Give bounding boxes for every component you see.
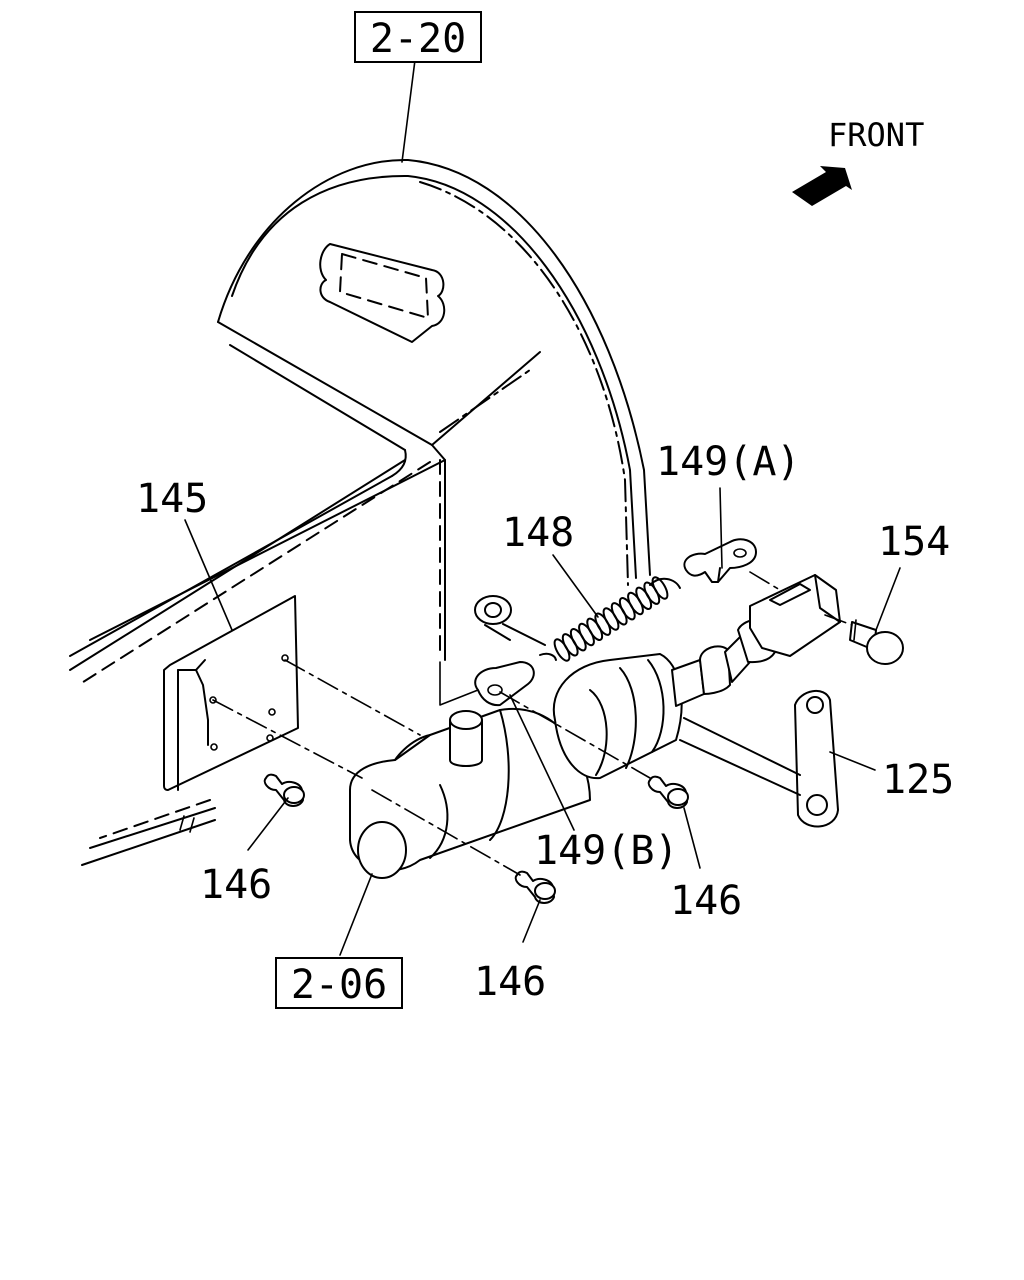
part-label-146-left: 146	[200, 862, 272, 908]
transmission-frame	[69, 321, 541, 866]
part-label-154: 154	[878, 519, 950, 565]
spring-coil	[627, 591, 644, 616]
bolt-146-left	[263, 773, 305, 807]
part-label-146-bottom: 146	[474, 959, 546, 1005]
spring-coil	[594, 612, 612, 636]
part-label-125: 125	[882, 757, 954, 803]
reference-bottom-label: 2-06	[291, 962, 387, 1008]
push-rod	[671, 574, 841, 707]
bolt-146-bottom	[514, 870, 556, 904]
spring-coil	[610, 602, 628, 626]
part-label-145: 145	[136, 476, 208, 522]
spring-coil	[635, 586, 653, 610]
release-cylinder	[349, 707, 591, 879]
plate-149b	[474, 661, 535, 707]
reference-box-top: 2-20	[354, 11, 482, 63]
spring-coil	[569, 628, 587, 652]
spring-coil	[561, 633, 579, 657]
release-fork-125	[679, 690, 839, 828]
part-label-149a: 149(A)	[656, 439, 801, 485]
assembly-lines	[212, 571, 853, 876]
part-label-149b: 149(B)	[534, 828, 679, 874]
spring-coil	[651, 576, 669, 600]
spring-coil	[578, 622, 595, 647]
reference-top-label: 2-20	[370, 16, 466, 62]
part-label-146-right: 146	[670, 878, 742, 924]
leader-lines	[184, 59, 901, 956]
reference-box-bottom: 2-06	[275, 957, 403, 1009]
return-spring-148	[474, 576, 681, 662]
bracket-145	[163, 595, 299, 791]
front-direction-arrow	[792, 166, 852, 206]
part-label-148: 148	[502, 510, 574, 556]
spring-coil	[602, 607, 620, 631]
spring-coil	[618, 597, 636, 621]
clevis-pin-154	[849, 619, 904, 665]
clutch-housing	[217, 158, 651, 586]
clip-149a	[683, 538, 757, 583]
bolt-146-right	[647, 775, 689, 809]
front-label: FRONT	[828, 116, 924, 154]
spring-coil	[586, 617, 604, 641]
